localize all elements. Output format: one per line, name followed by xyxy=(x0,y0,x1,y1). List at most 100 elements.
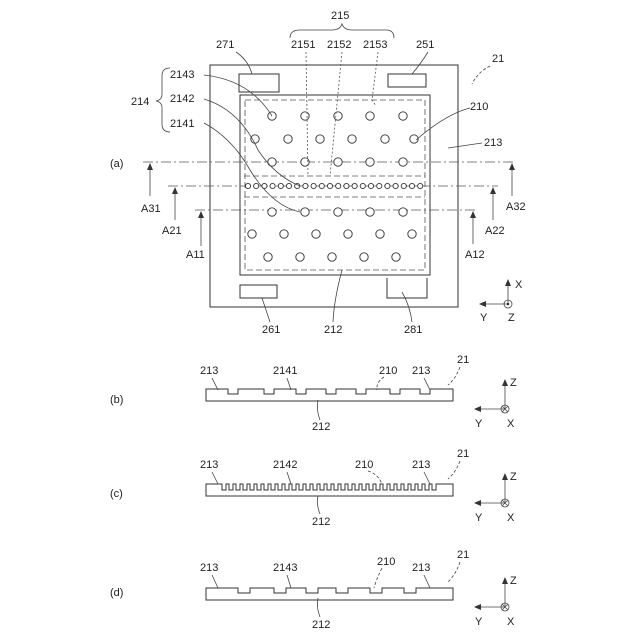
label-a32: A32 xyxy=(506,201,526,213)
hole-large xyxy=(334,208,342,216)
axis-triad-b: Z Y X xyxy=(474,377,517,430)
label-210-c: 210 xyxy=(355,459,373,471)
hole-large xyxy=(312,230,320,238)
section-profile-c xyxy=(206,484,453,496)
leader-210-b xyxy=(377,377,384,390)
label-215: 215 xyxy=(331,10,349,22)
section-profile-d xyxy=(206,588,453,600)
hole-small xyxy=(336,183,341,188)
leader-21-b xyxy=(448,367,460,385)
label-21-c: 21 xyxy=(457,448,469,460)
hole-large xyxy=(334,158,342,166)
hole-large xyxy=(268,158,276,166)
label-213-top: 213 xyxy=(484,137,502,149)
hole-large xyxy=(381,135,389,143)
arrow-a31-head xyxy=(147,163,153,170)
leader-271 xyxy=(236,52,252,74)
label-a11: A11 xyxy=(186,249,205,261)
panel-label-d: (d) xyxy=(110,587,123,599)
axis-x-d: X xyxy=(507,616,515,628)
axis-z-d: Z xyxy=(510,575,517,587)
leader-212-b xyxy=(317,400,320,420)
hole-small xyxy=(401,183,406,188)
hole-large xyxy=(328,253,336,261)
axis-triad-c: Z Y X xyxy=(474,471,517,524)
hole-large xyxy=(268,208,276,216)
leader-2143-d xyxy=(287,575,291,588)
label-213-c-left: 213 xyxy=(200,459,218,471)
hole-small xyxy=(377,183,382,188)
hole-large xyxy=(264,253,272,261)
leader-2153 xyxy=(372,52,378,106)
hole-large xyxy=(248,230,256,238)
label-212-d: 212 xyxy=(312,619,330,631)
brace-215 xyxy=(290,24,394,38)
label-281: 281 xyxy=(404,324,422,336)
hole-large xyxy=(366,208,374,216)
hole-small xyxy=(393,183,398,188)
label-2153: 2153 xyxy=(363,39,387,51)
label-261: 261 xyxy=(262,324,280,336)
arrow-a12-head xyxy=(470,211,476,218)
hole-array xyxy=(245,112,422,261)
label-2142-c: 2142 xyxy=(273,459,297,471)
panel-label-a: (a) xyxy=(110,158,123,170)
hole-large xyxy=(280,230,288,238)
axis-x-c: X xyxy=(507,512,515,524)
leader-251 xyxy=(412,52,428,74)
leader-210-c xyxy=(368,471,382,484)
label-213-d-right: 213 xyxy=(412,562,430,574)
hole-large xyxy=(296,253,304,261)
leader-21-d xyxy=(448,562,460,582)
hole-small xyxy=(270,183,275,188)
section-profile-b xyxy=(206,389,453,401)
hole-small xyxy=(278,183,283,188)
pad-251 xyxy=(388,74,426,87)
label-251: 251 xyxy=(416,39,434,51)
axis-triad-a: X Y Z xyxy=(479,279,523,324)
axis-z-b: Z xyxy=(510,377,517,389)
leader-21-c xyxy=(448,461,460,479)
panel-label-c: (c) xyxy=(110,488,123,500)
leader-213-c-right xyxy=(424,472,430,484)
hole-large xyxy=(284,135,292,143)
axis-y-a: Y xyxy=(480,312,488,324)
hole-large xyxy=(399,208,407,216)
axis-y-c: Y xyxy=(475,512,483,524)
hole-small xyxy=(352,183,357,188)
label-2142: 2142 xyxy=(170,93,194,105)
hole-large xyxy=(334,112,342,120)
hole-large xyxy=(348,135,356,143)
label-2143-d: 2143 xyxy=(273,562,297,574)
leader-213-top xyxy=(448,143,482,148)
label-21-d: 21 xyxy=(457,549,469,561)
hole-small xyxy=(418,183,423,188)
leader-2142-c xyxy=(287,472,291,484)
label-213-b-right: 213 xyxy=(412,365,430,377)
hole-small xyxy=(311,183,316,188)
label-210-top: 210 xyxy=(470,101,488,113)
label-213-d-left: 213 xyxy=(200,562,218,574)
label-210-d: 210 xyxy=(377,556,395,568)
arrow-a32-head xyxy=(509,163,515,170)
hole-small xyxy=(245,183,250,188)
hole-small xyxy=(385,183,390,188)
label-212-b: 212 xyxy=(312,421,330,433)
hole-large xyxy=(399,158,407,166)
hole-large xyxy=(366,158,374,166)
hole-large xyxy=(301,112,309,120)
hole-large xyxy=(408,230,416,238)
pad-281 xyxy=(387,278,427,298)
axis-triad-d: Z Y X xyxy=(474,575,517,628)
label-212-top: 212 xyxy=(324,324,342,336)
leader-261 xyxy=(262,298,270,322)
label-213-b-left: 213 xyxy=(200,365,218,377)
hole-large xyxy=(366,112,374,120)
label-a12: A12 xyxy=(465,249,485,261)
hole-small xyxy=(409,183,414,188)
leader-212-c xyxy=(317,496,320,514)
leader-213-b-right xyxy=(424,378,430,390)
arrow-a21-head xyxy=(172,187,178,194)
leader-213-d-left xyxy=(212,575,218,588)
